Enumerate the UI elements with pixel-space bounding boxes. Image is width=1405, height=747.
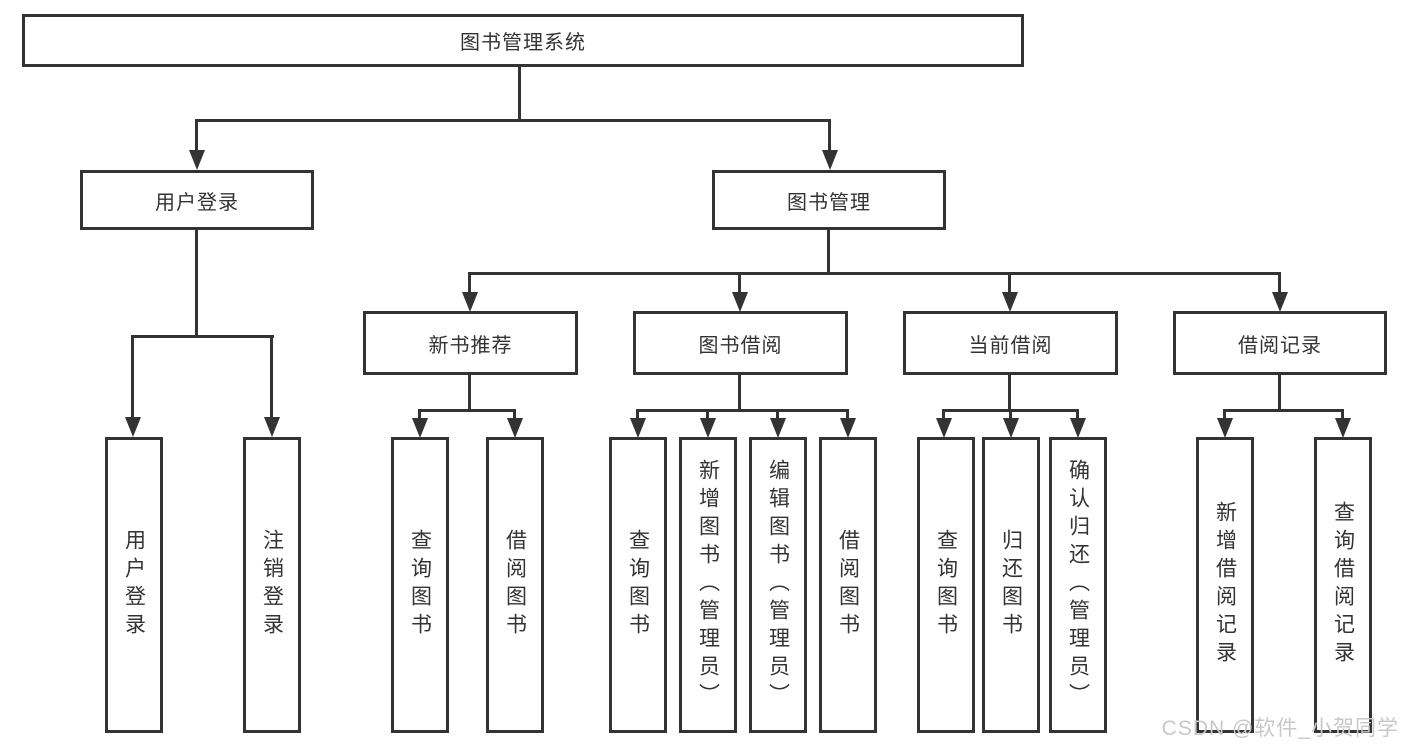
arrowhead-d3-icon — [1070, 418, 1086, 438]
leaf-recommend-borrow-book-label: 借阅图书 — [503, 529, 527, 641]
edge-login-branch — [133, 335, 274, 338]
leaf-add-book-admin-label: 新增图书（管理员） — [696, 459, 720, 711]
arrowhead-e2-icon — [1335, 418, 1351, 438]
leaf-borrow-query-book: 查询图书 — [609, 437, 667, 733]
node-current-borrow: 当前借阅 — [903, 311, 1118, 375]
edge-arrow-c2 — [706, 409, 709, 420]
arrowhead-d1-icon — [936, 418, 952, 438]
node-book-borrow-label: 图书借阅 — [698, 334, 783, 357]
arrowhead-current-icon — [1002, 292, 1018, 312]
arrowhead-book-management-icon — [822, 150, 838, 170]
leaf-add-borrow-record: 新增借阅记录 — [1196, 437, 1254, 733]
arrowhead-d2-icon — [1003, 418, 1019, 438]
arrowhead-c1-icon — [630, 418, 646, 438]
node-book-borrow: 图书借阅 — [633, 311, 848, 375]
arrowhead-recommend-icon — [462, 292, 478, 312]
leaf-current-query-book: 查询图书 — [917, 437, 975, 733]
leaf-edit-book-admin: 编辑图书（管理员） — [749, 437, 807, 733]
leaf-user-login: 用户登录 — [105, 437, 163, 733]
arrowhead-leaf-login-icon — [125, 417, 141, 437]
edge-book-management-stem — [827, 230, 830, 272]
edge-records-stem — [1278, 375, 1281, 409]
leaf-user-login-label: 用户登录 — [122, 529, 146, 641]
edge-borrow-stem — [738, 375, 741, 409]
node-borrow-records-label: 借阅记录 — [1238, 334, 1322, 357]
node-current-borrow-label: 当前借阅 — [968, 334, 1053, 357]
arrowhead-c4-icon — [840, 418, 856, 438]
edge-arrow-leaf-login — [131, 335, 134, 419]
leaf-current-query-book-label: 查询图书 — [934, 529, 958, 641]
arrowhead-b1-icon — [412, 418, 428, 438]
arrowhead-leaf-logout-icon — [264, 417, 280, 437]
leaf-add-borrow-record-label: 新增借阅记录 — [1213, 501, 1237, 669]
edge-arrow-b2 — [513, 409, 516, 420]
node-root: 图书管理系统 — [22, 14, 1024, 67]
edge-arrow-d3 — [1076, 409, 1079, 420]
node-user-login: 用户登录 — [80, 170, 314, 230]
node-borrow-records: 借阅记录 — [1173, 311, 1387, 375]
edge-borrow-branch — [638, 409, 848, 412]
node-book-management-label: 图书管理 — [787, 191, 871, 214]
edge-arrow-recommend — [468, 272, 471, 294]
edge-user-login-stem — [195, 230, 198, 335]
leaf-borrow-book: 借阅图书 — [819, 437, 877, 733]
leaf-confirm-return-admin: 确认归还（管理员） — [1049, 437, 1107, 733]
arrowhead-e1-icon — [1217, 418, 1233, 438]
edge-arrow-records — [1278, 272, 1281, 294]
edge-arrow-b1 — [418, 409, 421, 420]
edge-root-stem — [518, 67, 521, 119]
edge-arrow-c1 — [636, 409, 639, 420]
leaf-return-book-label: 归还图书 — [999, 529, 1023, 641]
leaf-confirm-return-admin-label: 确认归还（管理员） — [1066, 459, 1090, 711]
leaf-return-book: 归还图书 — [982, 437, 1040, 733]
edge-recommend-stem — [468, 375, 471, 409]
node-new-book-recommend: 新书推荐 — [363, 311, 578, 375]
leaf-borrow-query-book-label: 查询图书 — [626, 529, 650, 641]
leaf-add-book-admin: 新增图书（管理员） — [679, 437, 737, 733]
node-book-management: 图书管理 — [712, 170, 946, 230]
edge-arrow-c4 — [846, 409, 849, 420]
arrowhead-c2-icon — [700, 418, 716, 438]
leaf-recommend-query-book-label: 查询图书 — [408, 529, 432, 641]
arrowhead-user-login-icon — [189, 150, 205, 170]
edge-arrow-borrow — [738, 272, 741, 294]
edge-arrow-d2 — [1009, 409, 1012, 420]
edge-recommend-branch — [420, 409, 515, 412]
edge-records-branch — [1225, 409, 1343, 412]
edge-arrow-book-management — [828, 119, 831, 152]
node-user-login-label: 用户登录 — [155, 191, 239, 214]
edge-arrow-leaf-logout — [270, 335, 273, 419]
leaf-edit-book-admin-label: 编辑图书（管理员） — [766, 459, 790, 711]
arrowhead-c3-icon — [770, 418, 786, 438]
edge-current-stem — [1008, 375, 1011, 409]
edge-arrow-user-login — [195, 119, 198, 152]
leaf-borrow-book-label: 借阅图书 — [836, 529, 860, 641]
edge-arrow-e2 — [1341, 409, 1344, 420]
node-root-label: 图书管理系统 — [460, 32, 586, 54]
edge-arrow-d1 — [942, 409, 945, 420]
leaf-logout-label: 注销登录 — [260, 529, 284, 641]
edge-arrow-e1 — [1223, 409, 1226, 420]
edge-level3-branch — [470, 272, 1280, 275]
leaf-query-borrow-record-label: 查询借阅记录 — [1331, 501, 1355, 669]
arrowhead-records-icon — [1272, 292, 1288, 312]
leaf-query-borrow-record: 查询借阅记录 — [1314, 437, 1372, 733]
arrowhead-borrow-icon — [732, 292, 748, 312]
leaf-recommend-query-book: 查询图书 — [391, 437, 449, 733]
edge-arrow-c3 — [776, 409, 779, 420]
leaf-recommend-borrow-book: 借阅图书 — [486, 437, 544, 733]
edge-level2-branch — [197, 119, 831, 122]
arrowhead-b2-icon — [507, 418, 523, 438]
edge-arrow-current — [1008, 272, 1011, 294]
leaf-logout: 注销登录 — [243, 437, 301, 733]
node-new-book-recommend-label: 新书推荐 — [428, 334, 513, 357]
csdn-watermark: CSDN @软件_小贺同学 — [1161, 717, 1399, 740]
